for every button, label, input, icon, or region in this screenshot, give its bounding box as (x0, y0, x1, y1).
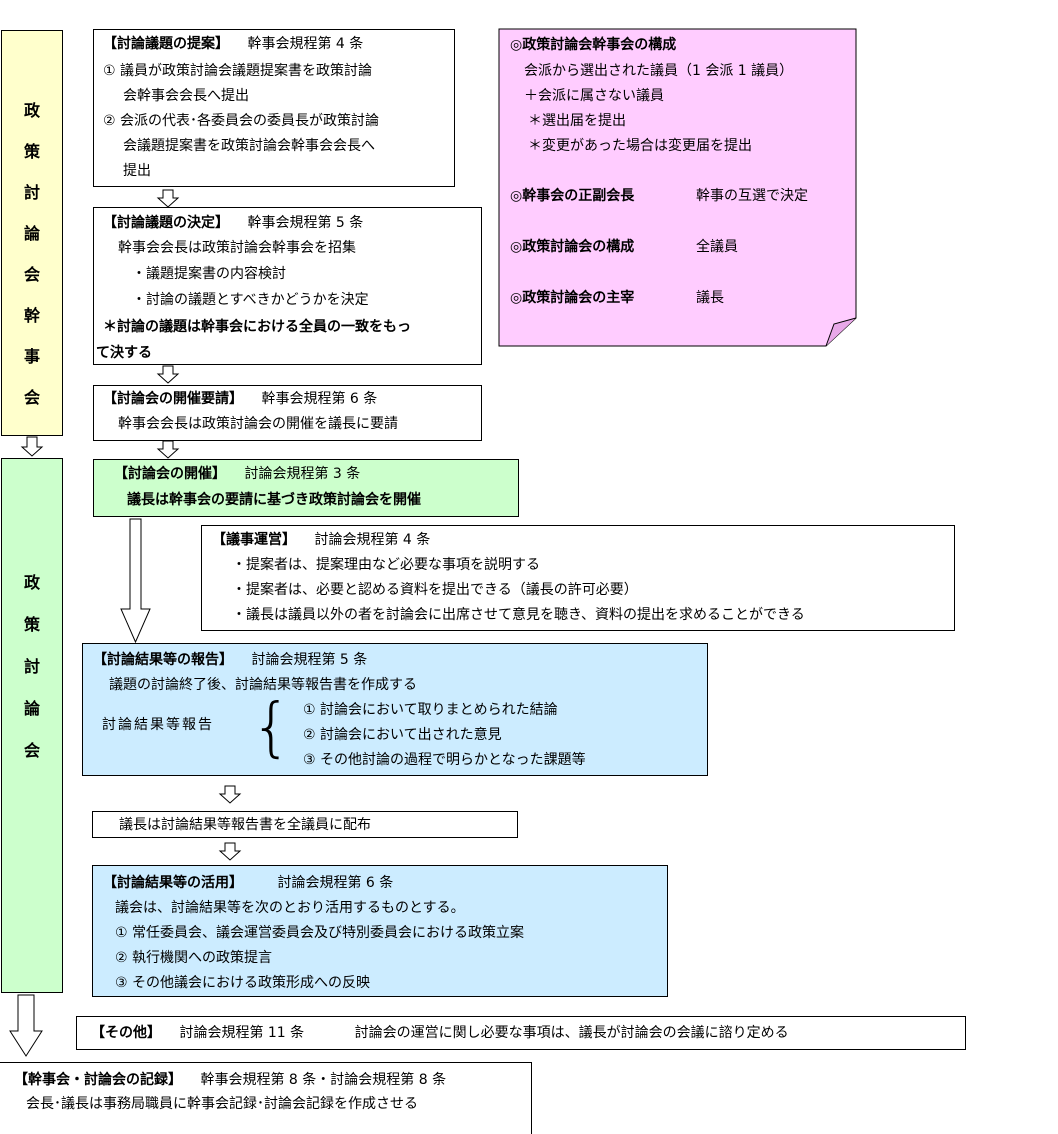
decision-line: て決する (96, 345, 152, 361)
record-line: 会長･議長は事務局職員に幹事会記録･討論会記録を作成させる (26, 1096, 418, 1112)
utilize-line: ② 執行機関への政策提言 (115, 950, 273, 966)
decision-line: ・討論の議題とすべきかどうかを決定 (132, 292, 369, 308)
side-char: 論 (23, 224, 40, 243)
decision-box: 【討論議題の決定】 幹事会規程第 5 条 幹事会会長は政策討論会幹事会を招集 ・… (93, 207, 482, 365)
other-title: 【その他】 (91, 1025, 161, 1041)
request-title: 【討論会の開催要請】 (103, 391, 243, 407)
proposal-box: 【討論議題の提案】 幹事会規程第 4 条 ① 議員が政策討論会議題提案書を政策討… (93, 29, 455, 187)
proposal-line: ② 会派の代表･各委員会の委員長が政策討論 (103, 113, 379, 129)
management-line: ・議長は議員以外の者を討論会に出席させて意見を聴き、資料の提出を求めることができ… (232, 607, 805, 623)
side-char: 策 (23, 615, 40, 634)
composition-head-2: ◎幹事会の正副会長 (510, 188, 635, 204)
decision-line: ＊討論の議題は幹事会における全員の一致をもっ (103, 319, 411, 335)
utilize-box: 【討論結果等の活用】 討論会規程第 6 条 議会は、討論結果等を次のとおり活用す… (92, 865, 668, 997)
other-text: 討論会の運営に関し必要な事項は、議長が討論会の会議に諮り定める (354, 1025, 789, 1041)
down-arrow-icon (9, 994, 43, 1057)
record-title: 【幹事会・討論会の記録】 (14, 1072, 182, 1088)
other-box: 【その他】 討論会規程第 11 条 討論会の運営に関し必要な事項は、議長が討論会… (76, 1016, 966, 1050)
utilize-line: ③ その他議会における政策形成への反映 (115, 975, 370, 991)
report-brace: { (251, 691, 292, 765)
proposal-rule: 幹事会規程第 4 条 (247, 36, 364, 52)
side-char: 討 (23, 657, 40, 676)
opening-line: 議長は幹事会の要請に基づき政策討論会を開催 (127, 492, 421, 508)
decision-title: 【討論議題の決定】 (103, 215, 229, 231)
down-arrow-icon (20, 436, 44, 457)
proposal-line: ① 議員が政策討論会議題提案書を政策討論 (103, 63, 372, 79)
down-arrow-icon (218, 842, 242, 861)
decision-line: 幹事会会長は政策討論会幹事会を招集 (118, 240, 356, 256)
committee-side-label: 政 策 討 論 会 幹 事 会 (1, 30, 63, 436)
report-item: ① 討論会において取りまとめられた結論 (303, 702, 558, 718)
request-box: 【討論会の開催要請】 幹事会規程第 6 条 幹事会会長は政策討論会の開催を議長に… (93, 385, 482, 441)
proposal-line: 会議題提案書を政策討論会幹事会会長へ (123, 138, 375, 154)
report-item: ③ その他討論の過程で明らかとなった課題等 (303, 752, 586, 768)
proposal-line: 会幹事会会長へ提出 (123, 88, 249, 104)
composition-head-1: ◎政策討論会幹事会の構成 (510, 37, 677, 53)
request-rule: 幹事会規程第 6 条 (261, 391, 378, 407)
composition-note-shape (498, 28, 857, 347)
composition-val-2: 幹事の互選で決定 (696, 188, 808, 204)
side-char: 幹 (23, 306, 40, 325)
side-char: 討 (23, 183, 40, 202)
management-box: 【議事運営】 討論会規程第 4 条 ・提案者は、提案理由など必要な事項を説明する… (201, 525, 955, 631)
side-char: 論 (23, 699, 40, 718)
composition-head-4: ◎政策討論会の主宰 (510, 290, 635, 306)
management-line: ・提案者は、必要と認める資料を提出できる（議長の許可必要） (232, 582, 638, 598)
down-arrow-icon (156, 365, 180, 384)
composition-line: ＋会派に属さない議員 (524, 88, 664, 104)
management-rule: 討論会規程第 4 条 (314, 532, 431, 548)
composition-note: ◎政策討論会幹事会の構成 会派から選出された議員（1 会派 1 議員） ＋会派に… (498, 28, 856, 346)
proposal-line: 提出 (123, 163, 151, 179)
side-char: 会 (23, 265, 40, 284)
record-rule: 幹事会規程第 8 条・討論会規程第 8 条 (200, 1072, 447, 1088)
down-arrow-icon (156, 189, 180, 208)
side-char: 会 (23, 388, 40, 407)
record-box: 【幹事会・討論会の記録】 幹事会規程第 8 条・討論会規程第 8 条 会長･議長… (0, 1062, 532, 1134)
report-line: 議題の討論終了後、討論結果等報告書を作成する (109, 677, 417, 693)
composition-line: ＊選出届を提出 (528, 113, 626, 129)
report-box: 【討論結果等の報告】 討論会規程第 5 条 議題の討論終了後、討論結果等報告書を… (82, 643, 708, 776)
composition-val-4: 議長 (696, 290, 724, 306)
request-line: 幹事会会長は政策討論会の開催を議長に要請 (118, 416, 398, 432)
report-rule: 討論会規程第 5 条 (251, 652, 368, 668)
down-arrow-icon (156, 440, 180, 459)
down-arrow-icon (120, 518, 151, 644)
report-title: 【討論結果等の報告】 (93, 652, 233, 668)
opening-box: 【討論会の開催】 討論会規程第 3 条 議長は幹事会の要請に基づき政策討論会を開… (93, 459, 519, 517)
distribute-line: 議長は討論結果等報告書を全議員に配布 (119, 817, 371, 833)
forum-side-label: 政 策 討 論 会 (1, 458, 63, 993)
distribute-box: 議長は討論結果等報告書を全議員に配布 (92, 811, 518, 838)
report-label: 討論結果等報告 (102, 717, 214, 733)
down-arrow-icon (218, 785, 242, 804)
decision-rule: 幹事会規程第 5 条 (247, 215, 364, 231)
side-char: 事 (23, 347, 40, 366)
opening-title: 【討論会の開催】 (114, 466, 226, 482)
management-line: ・提案者は、提案理由など必要な事項を説明する (232, 557, 540, 573)
composition-line: 会派から選出された議員（1 会派 1 議員） (524, 63, 794, 79)
utilize-title: 【討論結果等の活用】 (103, 875, 243, 891)
composition-head-3: ◎政策討論会の構成 (510, 239, 635, 255)
other-rule: 討論会規程第 11 条 (179, 1025, 305, 1041)
side-char: 会 (23, 741, 40, 760)
opening-rule: 討論会規程第 3 条 (244, 466, 361, 482)
proposal-title: 【討論議題の提案】 (103, 36, 229, 52)
composition-line: ＊変更があった場合は変更届を提出 (528, 138, 752, 154)
utilize-line: ① 常任委員会、議会運営委員会及び特別委員会における政策立案 (115, 925, 524, 941)
decision-line: ・議題提案書の内容検討 (132, 266, 286, 282)
utilize-rule: 討論会規程第 6 条 (277, 875, 394, 891)
composition-val-3: 全議員 (696, 239, 738, 255)
report-item: ② 討論会において出された意見 (303, 727, 502, 743)
side-char: 策 (23, 142, 40, 161)
side-char: 政 (23, 101, 40, 120)
utilize-line: 議会は、討論結果等を次のとおり活用するものとする。 (115, 900, 465, 916)
side-char: 政 (23, 573, 40, 592)
management-title: 【議事運営】 (212, 532, 296, 548)
